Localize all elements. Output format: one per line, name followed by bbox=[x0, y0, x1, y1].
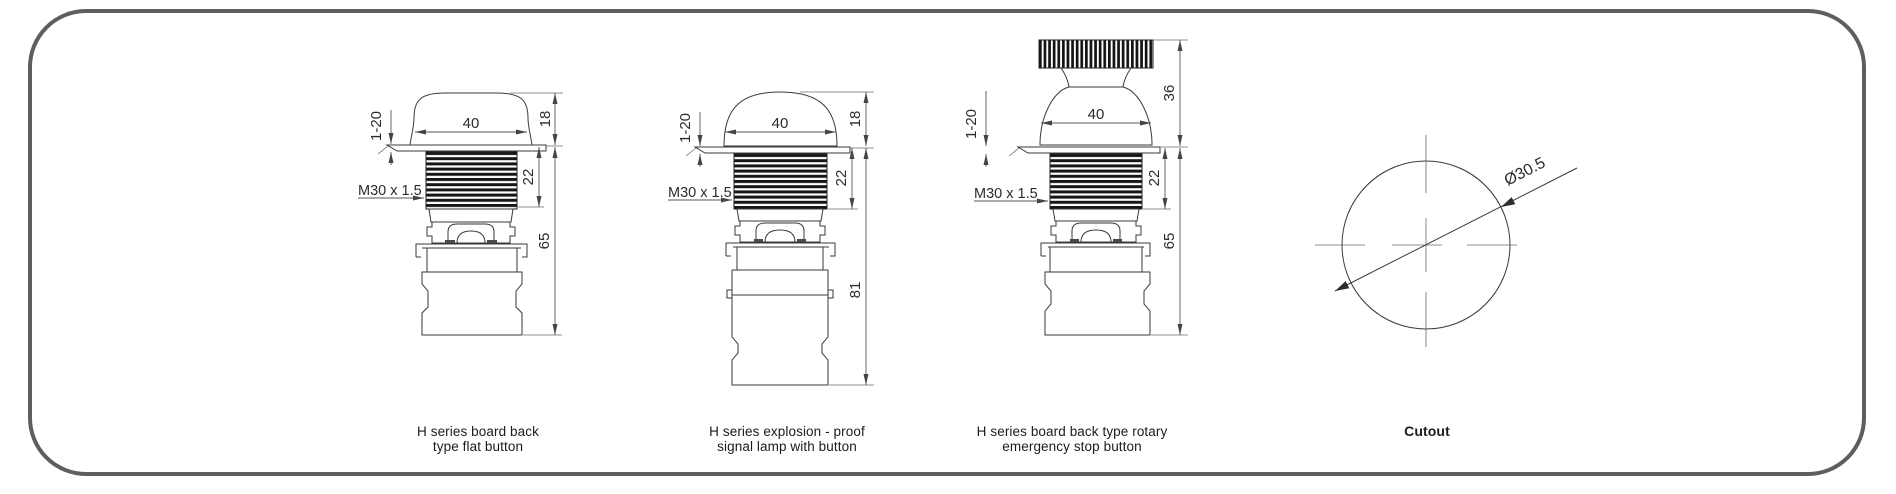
caption-line: Cutout bbox=[1404, 423, 1450, 439]
dim-panel-label: 1-20 bbox=[368, 111, 385, 141]
contact-body-upper bbox=[426, 248, 518, 272]
flange-tip-ext bbox=[685, 147, 697, 157]
dim-cap-height-label: 18 bbox=[537, 111, 554, 128]
latch-block bbox=[734, 220, 826, 243]
thread-section bbox=[425, 151, 518, 210]
dim-thread-len-label: 22 bbox=[1146, 170, 1163, 187]
latch-arch bbox=[447, 223, 495, 243]
latch-foot-left bbox=[754, 239, 763, 242]
caption-line: H series board back bbox=[417, 424, 539, 439]
step-block bbox=[428, 208, 514, 223]
caption-line: H series board back type rotary bbox=[976, 424, 1168, 439]
mounting-flange bbox=[1016, 146, 1161, 154]
mushroom-head bbox=[1039, 86, 1153, 146]
lamp-body-upper bbox=[736, 247, 824, 270]
leader-arrow-upper bbox=[1501, 197, 1516, 207]
latch-foot-right bbox=[487, 240, 497, 243]
latch-block bbox=[1050, 220, 1142, 243]
caption-emergency-stop: H series board back type rotary emergenc… bbox=[932, 424, 1212, 454]
caption-line: signal lamp with button bbox=[717, 439, 857, 454]
caption-cutout: Cutout bbox=[1287, 424, 1567, 439]
dim-panel-label: 1-20 bbox=[963, 109, 980, 139]
dim-panel-label: 1-20 bbox=[677, 113, 694, 143]
latch-foot-right bbox=[797, 239, 806, 242]
mounting-flange bbox=[385, 144, 547, 152]
explosion-proof-lamp-drawing: 40 1-20 M30 x 1.5 18 22 81 bbox=[668, 91, 874, 386]
latch-foot-left bbox=[1070, 239, 1079, 242]
latch-foot-right bbox=[1113, 239, 1122, 242]
diagram-border-frame bbox=[28, 9, 1866, 476]
step-block bbox=[736, 208, 824, 222]
dim-width-label: 40 bbox=[463, 115, 480, 132]
thread-section bbox=[1049, 153, 1143, 210]
clip-hooks bbox=[726, 289, 834, 299]
clip-plate bbox=[1040, 242, 1151, 257]
lamp-body-lower bbox=[731, 294, 829, 386]
dim-total-label: 65 bbox=[536, 233, 553, 250]
latch-arch bbox=[1071, 222, 1121, 242]
dim-thread-len-label: 22 bbox=[520, 169, 537, 186]
knurled-knob bbox=[1038, 39, 1154, 69]
clip-plate bbox=[415, 243, 528, 258]
mounting-flange bbox=[693, 146, 851, 154]
diameter-leader bbox=[1334, 167, 1578, 292]
dim-total-label: 81 bbox=[847, 282, 864, 299]
dim-cap-height-label: 18 bbox=[847, 111, 864, 128]
flat-button-drawing: 40 1-20 M30 x 1.5 18 22 65 bbox=[358, 92, 563, 336]
caption-line: emergency stop button bbox=[1002, 439, 1142, 454]
caption-line: H series explosion - proof bbox=[709, 424, 865, 439]
latch-dome bbox=[456, 230, 486, 244]
leader-arrow-lower bbox=[1335, 281, 1350, 291]
emergency-stop-drawing: 40 1-20 M30 x 1.5 36 22 65 bbox=[963, 39, 1188, 336]
flange-tip-ext bbox=[1008, 147, 1020, 157]
caption-line: type flat button bbox=[432, 439, 524, 454]
latch-arch bbox=[755, 222, 805, 242]
cutout-drawing: Ø30.5 bbox=[1315, 135, 1578, 347]
latch-dome bbox=[764, 229, 796, 243]
clip-plate bbox=[725, 242, 836, 257]
dim-head-height-label: 36 bbox=[1161, 85, 1178, 102]
dim-width-label: 40 bbox=[1088, 106, 1105, 123]
thread-spec-label: M30 x 1.5 bbox=[358, 183, 422, 199]
dim-total-label: 65 bbox=[1161, 233, 1178, 250]
caption-flat-button: H series board back type flat button bbox=[338, 424, 618, 454]
thread-spec-label: M30 x 1.5 bbox=[668, 185, 732, 201]
latch-foot-left bbox=[445, 240, 455, 243]
flange-tip-ext bbox=[377, 145, 389, 155]
contact-body-lower bbox=[421, 271, 523, 336]
dim-thread-len-label: 22 bbox=[833, 170, 850, 187]
thread-section bbox=[733, 153, 828, 210]
knob-neck bbox=[1060, 67, 1132, 88]
step-block bbox=[1052, 208, 1140, 222]
latch-dome bbox=[1080, 229, 1112, 243]
dim-diameter-label: Ø30.5 bbox=[1502, 154, 1549, 189]
caption-explosion-proof: H series explosion - proof signal lamp w… bbox=[647, 424, 927, 454]
stop-body-lower bbox=[1044, 271, 1151, 336]
latch-block bbox=[426, 221, 516, 244]
stop-body-upper bbox=[1049, 247, 1143, 272]
dim-width-label: 40 bbox=[772, 115, 789, 132]
thread-spec-label: M30 x 1.5 bbox=[974, 186, 1038, 202]
lamp-body-mid bbox=[731, 269, 829, 295]
